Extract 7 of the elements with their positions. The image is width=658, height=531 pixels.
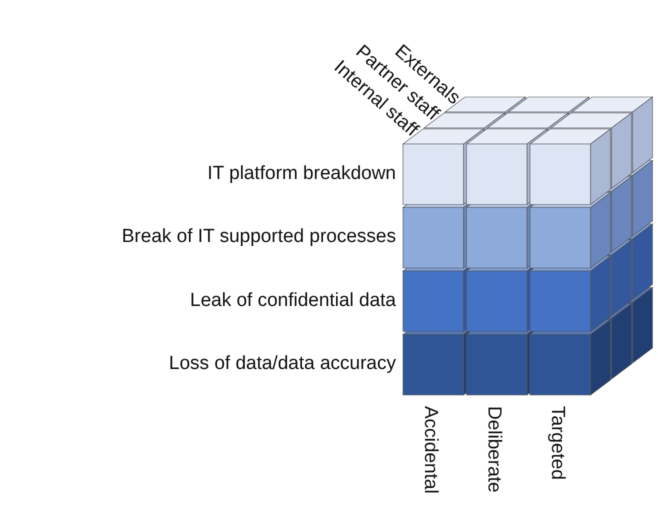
column-label: Targeted: [548, 406, 567, 480]
row-label: Leak of confidential data: [190, 290, 396, 310]
row-label: Loss of data/data accuracy: [168, 354, 396, 374]
column-label: Accidental: [421, 406, 440, 494]
row-label: IT platform breakdown: [207, 164, 396, 183]
row-label: Break of IT supported processes: [122, 227, 396, 246]
column-label: Deliberate: [484, 406, 504, 493]
